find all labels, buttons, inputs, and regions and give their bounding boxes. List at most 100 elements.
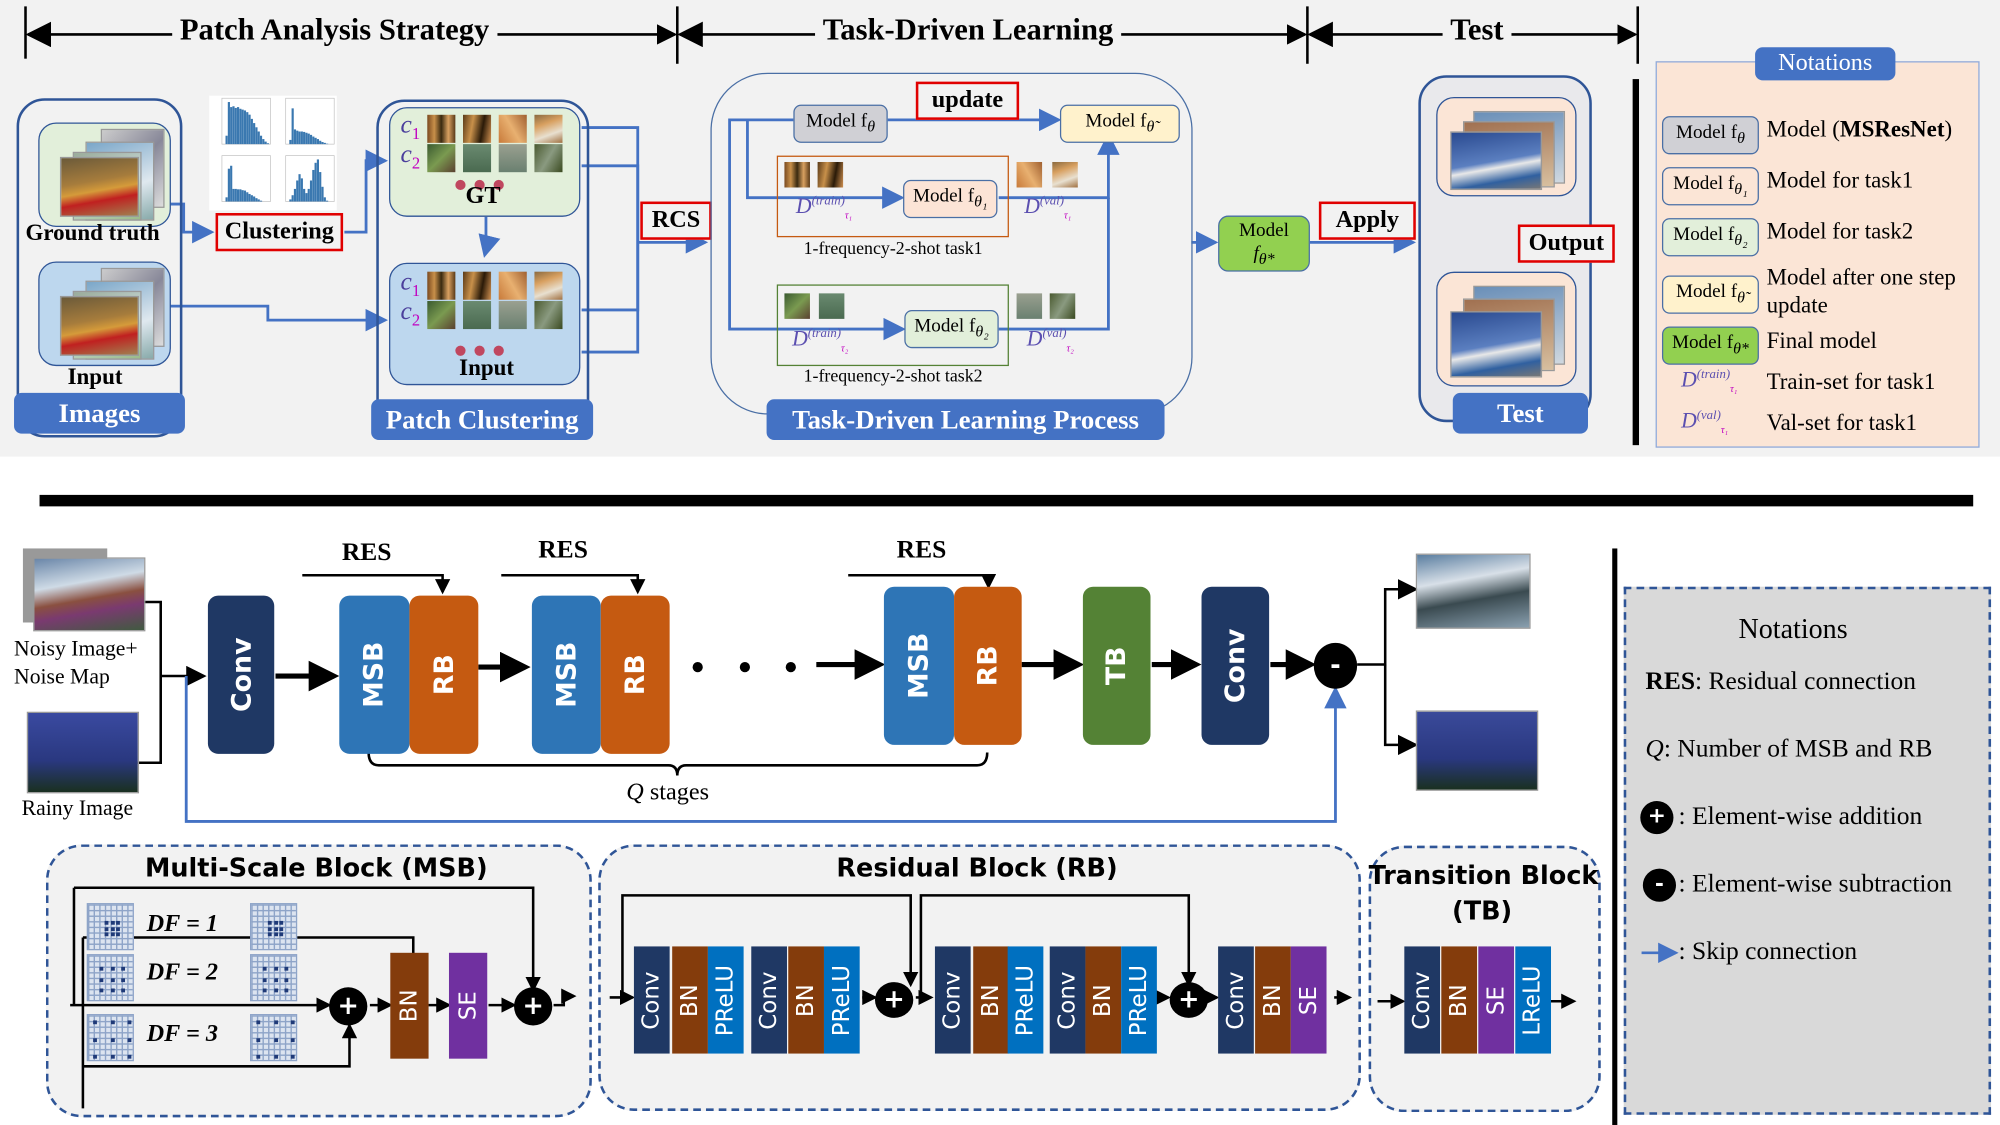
cluster-label: c1 [400, 110, 421, 143]
histogram-bar [250, 195, 253, 202]
dilation-kernel-grid [249, 1014, 298, 1062]
patch-thumbnail [1052, 161, 1078, 188]
images-tab: Images [14, 392, 185, 434]
histogram-bar [319, 140, 322, 145]
histogram-bar [305, 132, 308, 145]
histogram-bar [232, 106, 235, 145]
output-box: Output [1517, 224, 1615, 263]
histogram-bar [253, 196, 256, 202]
histogram-bar [246, 112, 249, 145]
histogram-bar [248, 114, 251, 145]
ellipsis-dot [474, 179, 485, 191]
histogram-bar [305, 193, 308, 202]
rcs-box: RCS [640, 201, 712, 240]
tb-layer-se: SE [1478, 946, 1515, 1054]
notation-model-theta1: Model fθ₁ [1661, 167, 1759, 206]
df-1-label: DF = 1 [146, 910, 218, 938]
rb-block-q: RB [954, 586, 1022, 745]
patch-thumbnail [498, 271, 527, 300]
test-output-image [1450, 311, 1543, 378]
patch-thumbnail [463, 144, 492, 173]
input-frame [38, 261, 171, 367]
patch-thumbnail [1016, 161, 1043, 188]
msb-block-title: Multi-Scale Block (MSB) [144, 852, 488, 883]
histogram-bar [300, 178, 303, 202]
addition-icon: + [1640, 801, 1674, 835]
histogram-bar [289, 139, 292, 145]
conv-block-output: Conv [1201, 586, 1270, 745]
histogram-grid [209, 95, 337, 211]
msb-se-layer: SE [448, 952, 488, 1059]
tb-layer-lrelu: LReLU [1515, 946, 1552, 1054]
notations-bottom-panel [1623, 586, 1992, 1115]
d-train-task1: D(train)τ₁ [795, 193, 853, 222]
skip-connection-line [184, 676, 1347, 823]
ellipsis-dot [474, 345, 485, 356]
patch-thumbnail [463, 271, 492, 300]
rb-layer-bn: BN [672, 946, 708, 1054]
dilation-kernel-grid [249, 903, 298, 951]
histogram-bar [312, 136, 315, 145]
msb-block-2: MSB [531, 595, 601, 754]
notation-res: RES: Residual connection [1645, 667, 1917, 696]
histogram-bar [323, 142, 326, 145]
histogram-bar [298, 174, 301, 202]
histogram-bar [250, 118, 253, 145]
rb-layer-conv: Conv [1218, 946, 1254, 1054]
histogram-4 [285, 155, 335, 202]
notation-addition: : Element-wise addition [1678, 802, 1923, 831]
test-tab: Test [1452, 392, 1588, 434]
notation-model-theta: Model fθ [1661, 116, 1759, 155]
patch-clustering-tab: Patch Clustering [371, 399, 594, 441]
rb-layer-conv: Conv [751, 946, 787, 1054]
notation-d-train: D(train)τ₁ [1681, 367, 1738, 395]
dilation-kernel-grid [86, 954, 134, 1002]
dilation-kernel-grid [86, 903, 134, 951]
histogram-bar [225, 135, 228, 145]
histogram-bar [253, 123, 256, 145]
histogram-bar [243, 190, 247, 202]
notation-subtraction: : Element-wise subtraction [1678, 869, 1953, 898]
res-label-2: RES [538, 535, 588, 564]
patch-thumbnail [463, 301, 492, 330]
rb-layer-prelu: PReLU [707, 946, 744, 1054]
ellipsis-dot [455, 345, 466, 356]
rb-add-node-2: + [1169, 982, 1208, 1018]
cluster-label: c2 [400, 297, 421, 330]
histogram-bar [230, 165, 233, 202]
msb-bn-layer: BN [390, 952, 429, 1059]
msb-block-1: MSB [339, 595, 410, 754]
histogram-bar [234, 188, 237, 202]
df-2-label: DF = 2 [146, 959, 218, 986]
histogram-bar [293, 129, 297, 145]
rb-layer-conv: Conv [633, 946, 670, 1054]
patch-thumbnail [534, 271, 563, 300]
notation-model-tilde: Model fθ̃ [1661, 275, 1759, 314]
histogram-bar [257, 199, 260, 202]
patch-thumbnail [1016, 293, 1043, 319]
task1-box [776, 155, 1009, 238]
patch-input-label: Input [459, 354, 515, 381]
rb-block-2: RB [600, 595, 670, 754]
histogram-1 [221, 97, 271, 145]
notation-desc-task2: Model for task2 [1766, 218, 1914, 244]
rb-add-node-1: + [874, 982, 914, 1018]
patch-thumbnail [427, 144, 456, 173]
top-divider [1632, 79, 1640, 446]
notation-desc-val: Val-set for task1 [1766, 409, 1918, 435]
histogram-bar [321, 186, 324, 202]
test-input-image [1450, 131, 1543, 191]
clustering-box: Clustering [215, 213, 344, 252]
histogram-bar [314, 137, 317, 145]
histogram-bar [309, 134, 313, 145]
histogram-bar [309, 180, 313, 202]
histogram-bar [236, 189, 240, 202]
update-box: update [915, 81, 1020, 120]
patch-thumbnail [427, 271, 456, 300]
histogram-bar [241, 190, 244, 202]
ground-truth-frame [38, 122, 171, 228]
notation-model-final: Model fθ* [1661, 326, 1759, 365]
input-label: Input [67, 363, 123, 390]
